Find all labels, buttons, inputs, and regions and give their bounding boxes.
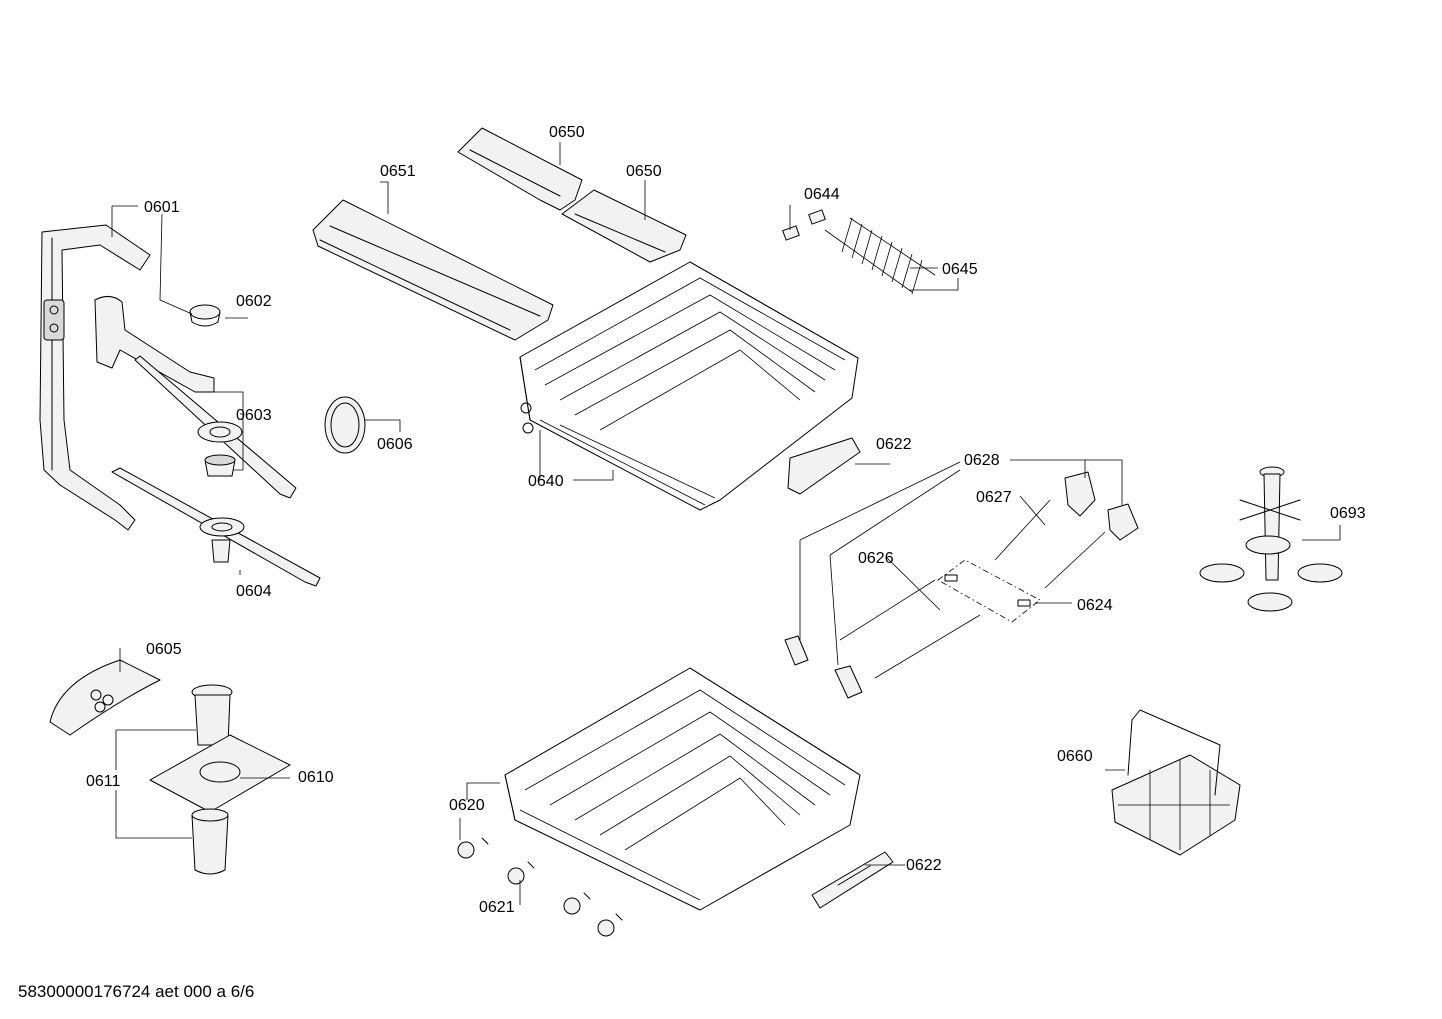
label-0604: 0604 [236,583,272,600]
part-0602-nozzle [189,304,221,327]
drawing-code: 58300000176724 aet 000 a 6/6 [18,982,255,1001]
part-0603-upper-spray-arm [94,296,297,499]
label-0611: 0611 [86,773,121,790]
part-0644-clips [782,209,826,241]
label-0621: 0621 [479,899,515,916]
label-0628: 0628 [964,452,1000,469]
label-0650-lower: 0650 [626,163,662,180]
part-0601-supply-pipe [39,224,151,531]
label-0626: 0626 [858,550,894,567]
part-0620-lower-basket [504,667,861,911]
label-0603: 0603 [236,407,272,424]
label-0602: 0602 [236,293,272,310]
part-0622-handle-upper [787,437,861,495]
label-0645: 0645 [942,261,978,278]
part-0605-filter-cover [49,659,161,736]
label-0606: 0606 [377,436,413,453]
label-0627: 0627 [976,489,1012,506]
part-0610-0611-filter-assembly [149,684,291,875]
part-0650-insert-lower [561,189,687,263]
part-0606-nozzle-disc [324,396,366,454]
part-0693-glass-holder [1199,466,1343,612]
label-0622-upper: 0622 [876,436,912,453]
part-0660-cutlery-basket [1111,709,1241,856]
label-0610: 0610 [298,769,334,786]
part-0651-cutlery-drawer [312,199,554,341]
part-0640-upper-basket [519,261,859,511]
part-labels: 0601 0602 0603 0604 0605 0606 0610 0611 … [86,124,1366,916]
part-0622-handle-lower [811,851,894,909]
label-0620: 0620 [449,797,485,814]
part-0621-wheels [457,837,623,937]
label-0622-lower: 0622 [906,857,942,874]
part-0645-folding-rack [824,217,936,295]
label-0644: 0644 [804,186,840,203]
leader-lines [111,142,1341,905]
label-0660: 0660 [1057,748,1093,765]
label-0640: 0640 [528,473,564,490]
label-0651: 0651 [380,163,416,180]
label-0601: 0601 [144,199,180,216]
label-0693: 0693 [1330,505,1366,522]
label-0605: 0605 [146,641,182,658]
label-0650-upper: 0650 [549,124,585,141]
part-0628-0624-rack-components [784,471,1139,699]
part-0650-insert-upper [457,127,583,211]
label-0624: 0624 [1077,597,1113,614]
part-0604-lower-spray-arm [111,467,321,587]
